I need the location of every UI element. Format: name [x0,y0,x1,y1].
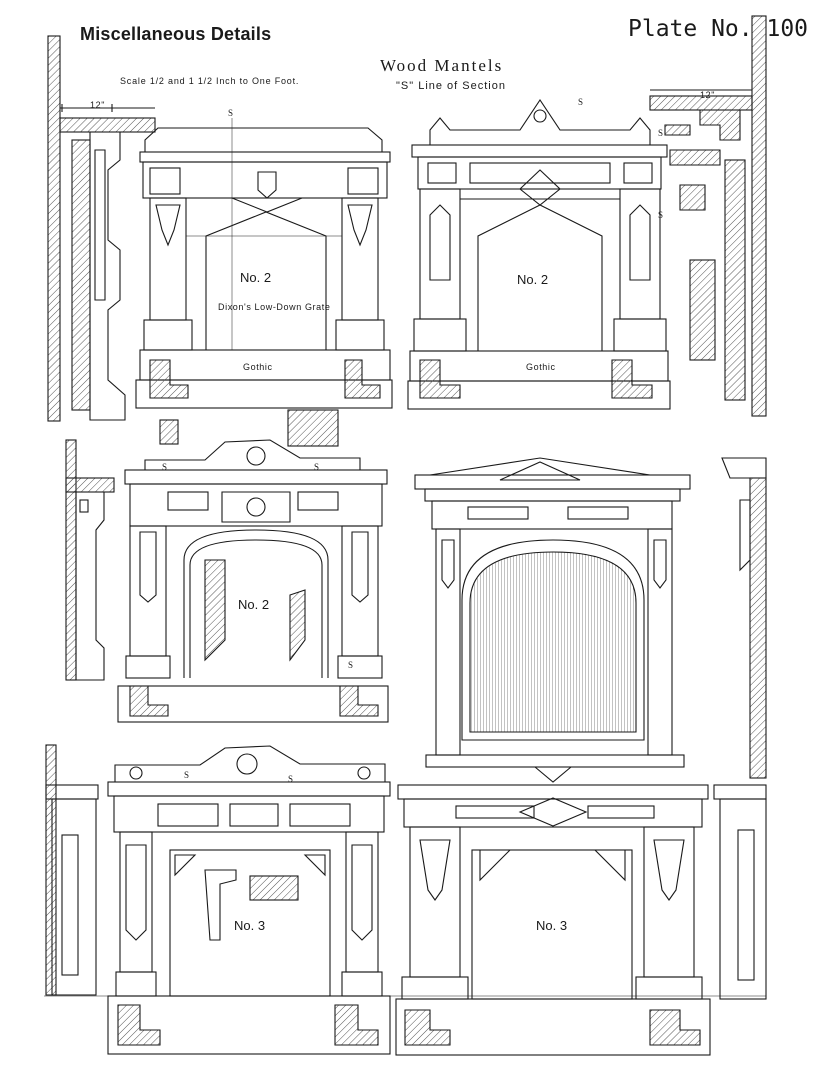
mantel-label-top-right: No. 2 [517,272,549,287]
section-profile-bottom-left [45,744,99,996]
mantel-no2-gothic-right [407,99,671,410]
section-mark: S [184,770,190,780]
section-mark: S [658,128,664,138]
mantel-label-middle-left: No. 2 [238,597,270,612]
section-profile-middle-right [713,457,767,1000]
mantel-label-top-left: No. 2 [240,270,272,285]
mantel-label-bottom-right: No. 3 [536,918,568,933]
section-profile-top-left [47,35,156,422]
section-mark: S [348,660,354,670]
mantel-note-top-left: Dixon's Low-Down Grate [218,302,331,312]
plate-title: Wood Mantels [380,56,504,75]
mantel-label-bottom-left: No. 3 [234,918,266,933]
plate-subtitle: "S" Line of Section [396,80,506,92]
section-mark: S [228,108,234,118]
section-mark: S [162,462,168,472]
mantel-no3-left [107,745,391,1055]
section-profile-middle-left [65,439,115,681]
scale-note: Scale 1/2 and 1 1/2 Inch to One Foot. [120,76,300,86]
mantel-no2-middle-left [117,409,389,723]
dimension-label-left: 12" [90,100,106,110]
section-profile-top-right [649,15,767,417]
section-mark: S [578,97,584,107]
mantel-overmantel-mirror [395,457,711,1056]
style-label-top-right: Gothic [526,362,556,372]
dimension-label-right: 12" [700,90,716,100]
style-label-top-left: Gothic [243,362,273,372]
plate-number: Plate No. 100 [628,16,809,42]
section-title: Miscellaneous Details [80,24,272,44]
mantel-no2-gothic-left [135,118,393,409]
section-mark: S [314,462,320,472]
section-mark: S [288,774,294,784]
